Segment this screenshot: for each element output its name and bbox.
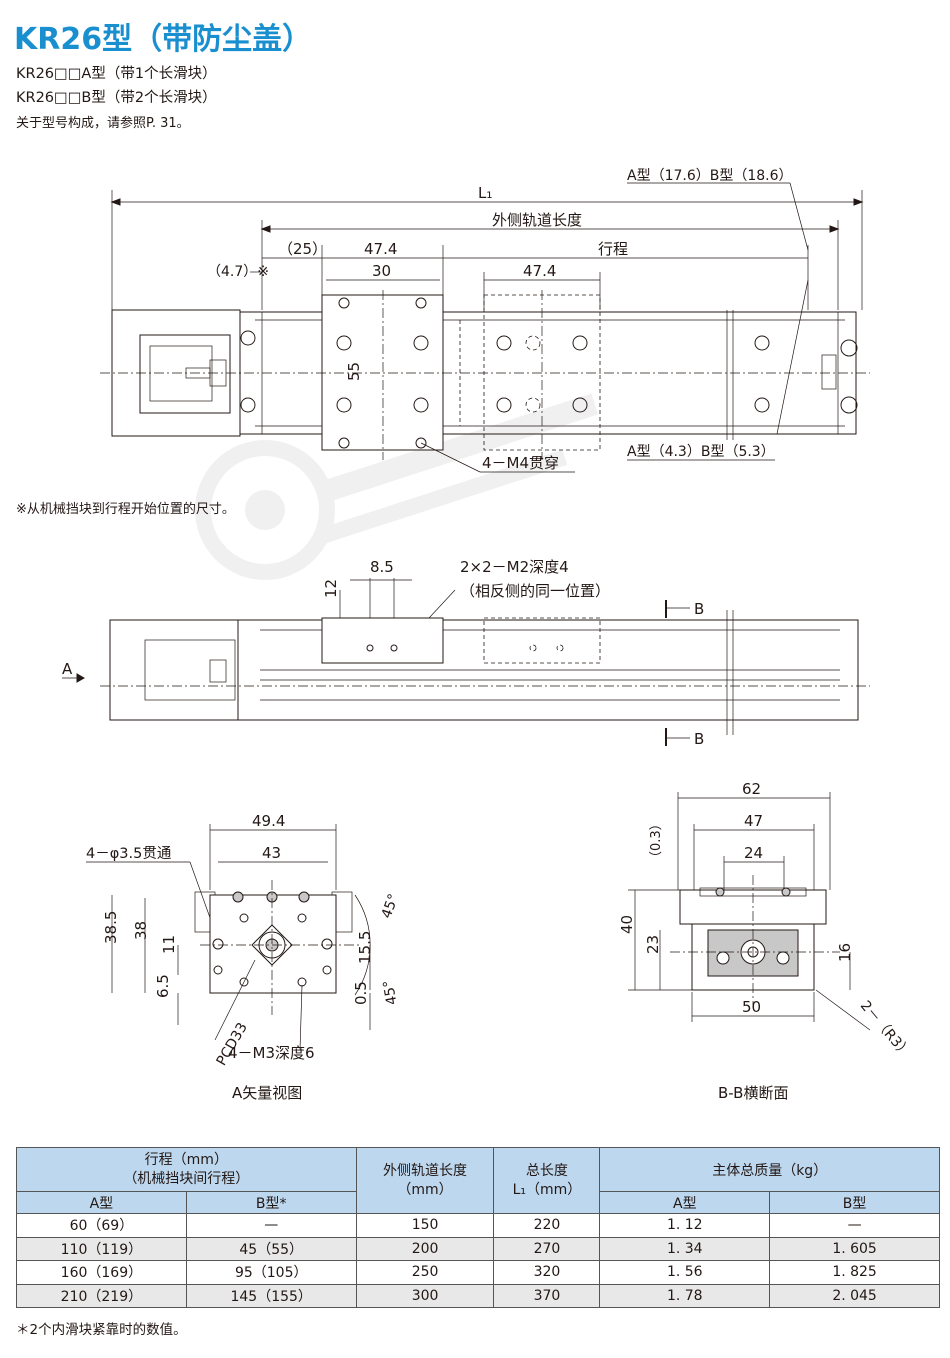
dim-45-upper: 45° <box>379 892 403 921</box>
callout-m2-opposite: （相反侧的同一位置） <box>460 582 610 600</box>
dim-12: 12 <box>322 579 340 598</box>
watermark-logo-icon <box>195 393 599 580</box>
model-line-b: KR26□□B型（带2个长滑块） <box>16 90 217 106</box>
dim-0-3: （0.3） <box>649 817 664 864</box>
dim-24: 24 <box>744 844 763 862</box>
dim-end-offset: A型（17.6）B型（18.6） <box>627 168 793 184</box>
dim-55: 55 <box>345 362 363 381</box>
header-stroke-b: B型* <box>185 1191 357 1214</box>
table-footnote: ＊2个内滑块紧靠时的数值。 <box>16 1322 187 1338</box>
b-b-section-drawing: 62 47 24 （0.3） 40 23 16 50 2－（R3） B-B横断面 <box>618 780 914 1102</box>
dim-r3: 2－（R3） <box>857 998 914 1062</box>
dim-40: 40 <box>618 915 636 934</box>
dim-16: 16 <box>836 943 854 962</box>
section-b-top: B <box>694 600 704 618</box>
callout-end-offset: A型（4.3）B型（5.3） <box>627 444 775 460</box>
view-arrow-a: A <box>62 660 73 678</box>
header-mass-b: B型 <box>769 1191 940 1214</box>
dim-50: 50 <box>742 998 761 1016</box>
dim-25: （25） <box>278 240 327 258</box>
dim-outer-rail: 外侧轨道长度 <box>492 211 582 229</box>
dim-43: 43 <box>262 844 281 862</box>
dim-6-5: 6.5 <box>154 974 172 998</box>
callout-m3-depth: 4－M3深度6 <box>228 1044 315 1062</box>
dim-0-5: 0.5 <box>352 981 370 1005</box>
dim-stroke: 行程 <box>598 240 628 258</box>
dim-45-lower: 45° <box>381 979 401 1006</box>
dim-30: 30 <box>372 262 391 280</box>
model-line-a: KR26□□A型（带1个长滑块） <box>16 66 217 82</box>
dim-4-7: （4.7）※ <box>207 264 269 280</box>
dim-8-5: 8.5 <box>370 558 394 576</box>
dim-47-4-block: 47.4 <box>364 240 397 258</box>
dim-49-4: 49.4 <box>252 812 285 830</box>
header-stroke-a: A型 <box>16 1191 187 1214</box>
stroke-note: ※从机械挡块到行程开始位置的尺寸。 <box>16 502 235 517</box>
header-mass-a: A型 <box>599 1191 771 1214</box>
callout-hole-through: 4－φ3.5贯通 <box>86 845 172 862</box>
dim-l1: L₁ <box>478 184 492 202</box>
dim-47-4-second: 47.4 <box>523 262 556 280</box>
dim-23: 23 <box>644 935 662 954</box>
page-title: KR26型（带防尘盖） <box>14 22 313 57</box>
side-view-drawing: 8.5 12 2×2－M2深度4 （相反侧的同一位置） B B A <box>62 558 870 748</box>
section-b-bottom: B <box>694 730 704 748</box>
dim-11: 11 <box>160 935 178 954</box>
model-reference-note: 关于型号构成，请参照P. 31。 <box>16 116 190 131</box>
dim-38: 38 <box>132 921 150 940</box>
dim-62: 62 <box>742 780 761 798</box>
callout-m4-through: 4－M4贯穿 <box>482 454 559 472</box>
header-outer-rail: 外侧轨道长度（mm） <box>355 1147 495 1214</box>
a-view-caption: A矢量视图 <box>232 1084 302 1102</box>
a-arrow-view-drawing: 49.4 43 4－φ3.5贯通 45° 45° 38.5 38 11 6.5 … <box>86 812 403 1102</box>
dim-38-5: 38.5 <box>102 911 120 944</box>
header-mass: 主体总质量（kg） <box>599 1147 940 1192</box>
dim-47: 47 <box>744 812 763 830</box>
dim-15-5: 15.5 <box>356 931 374 964</box>
b-b-caption: B-B横断面 <box>718 1084 788 1102</box>
callout-m2-depth: 2×2－M2深度4 <box>460 558 569 576</box>
top-view-drawing: L₁ 外侧轨道长度 （25） 47.4 行程 A型（17.6）B型（18.6） … <box>100 168 870 473</box>
header-stroke: 行程（mm）（机械挡块间行程） <box>16 1147 357 1192</box>
